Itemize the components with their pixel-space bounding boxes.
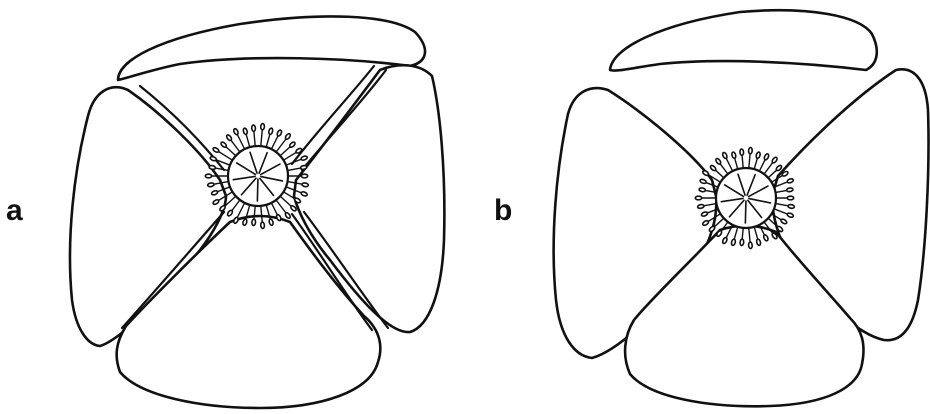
flower-b-stamen-filament [715, 170, 723, 177]
flower-a-stamen-anther [207, 182, 214, 187]
flower-b-stamen-anther [771, 156, 778, 163]
flower-a-stamen-filament [277, 138, 287, 151]
flower-a-stamen-anther [260, 123, 264, 130]
flower-b-stamen-anther [731, 152, 736, 159]
flower-b-stigma-ray [745, 201, 746, 223]
flower-b-stamen-filament [735, 158, 738, 169]
flower-b-stamen-anther [710, 165, 717, 172]
flower-a-stamen-filament [281, 197, 292, 207]
flower-a-stamen-anther [302, 182, 309, 187]
flower-a-stamen-anther [260, 222, 264, 229]
flower-b-top-petal [610, 10, 877, 70]
flower-b-stamen-filament [765, 162, 773, 173]
flower-a-stamen-filament [254, 131, 255, 145]
flower-b-stamen-anther [763, 153, 769, 160]
flower-a-stamen-anther [212, 147, 219, 153]
flower-b-stamen-anther [748, 147, 752, 154]
flower-b-stamen-anther [740, 239, 744, 246]
flower-a-stamen-anther [276, 129, 282, 136]
flower-b-stamen-filament [742, 155, 743, 167]
flower-a [70, 16, 444, 408]
flower-a-stamen-filament [261, 129, 262, 145]
flower-b-stamen-anther [722, 152, 728, 159]
flower-b-stamen-filament [726, 158, 732, 171]
flower-a-stamen-anther [252, 219, 256, 226]
flower-b-stamen-anther [788, 204, 795, 209]
flower-b-stamen-filament [754, 158, 757, 169]
flower-a-stamen-filament [284, 152, 296, 160]
panel-label-b: b [494, 196, 512, 226]
flower-a-stamen-anther [251, 125, 255, 132]
flower-a-stamen-filament [272, 135, 278, 148]
flower-a-stamen-anther [227, 209, 234, 216]
flower-a-stamen-filament [272, 204, 278, 216]
flower-a-stamen-filament [266, 134, 270, 147]
flower-a-stamen-filament [237, 204, 244, 218]
flower-a-stamen-anther [268, 128, 273, 135]
flower-b-stamen-anther [787, 196, 793, 200]
flower-b-stamen-filament [769, 170, 777, 177]
flower-a-stamen-anther [220, 141, 227, 148]
flower-b-stamen-anther [695, 196, 701, 200]
flower-a-stamen-filament [277, 201, 287, 214]
flower-b-stamen-filament [760, 159, 766, 170]
flower-a-stamen-anther [226, 134, 233, 141]
flower-a-stamen-filament [215, 168, 228, 170]
flower-a-stamen-filament [288, 168, 301, 170]
flower-a-stamen-anther [301, 155, 308, 161]
flower-b-stamen-anther [756, 152, 761, 159]
flower-a-stigma-ray [257, 179, 258, 201]
flower-b-stamen-anther [699, 187, 706, 192]
flower-a-stamen-anther [205, 174, 211, 178]
flower-a-stamen-filament [281, 146, 291, 155]
flower-b-stamen-anther [740, 149, 744, 156]
flower-a-stamen-anther [301, 174, 307, 178]
flower-a-stamen-anther [210, 156, 217, 162]
flower-a-stamen-filament [246, 134, 250, 147]
flower-a-stamen-anther [300, 165, 307, 170]
flower-a-stamen-filament [237, 134, 244, 148]
flower-a-stamen-filament [231, 201, 239, 211]
flower-b-stamen-anther [697, 204, 704, 209]
flower-b-stamen-anther [715, 158, 722, 165]
flower-a-stamen-anther [289, 141, 296, 148]
flower-b-stamen-filament [749, 153, 750, 167]
flower-b-stamen-filament [720, 163, 728, 173]
flower-a-stamen-anther [233, 128, 239, 135]
flower-a-stamen-anther [284, 212, 291, 219]
flower-a-stamen-anther [284, 133, 291, 140]
panel-label-a: a [6, 196, 23, 226]
flower-b-stamen-anther [748, 242, 752, 249]
flower-a-stamen-filament [225, 146, 235, 155]
flower-a-stamen-anther [209, 165, 216, 170]
flower-a-stamen-filament [231, 140, 240, 152]
flower-a-stamen-filament [218, 151, 232, 159]
flower-b-stamen-anther [786, 187, 793, 192]
flower-a-stamen-anther [243, 128, 248, 135]
